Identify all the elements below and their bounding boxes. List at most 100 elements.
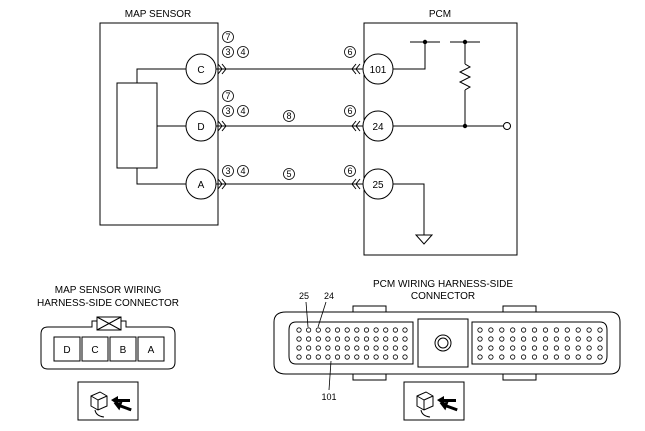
pcm-pin-hole [531,327,538,333]
pcm-pin-hole [477,336,483,342]
ref-c-pcm [344,46,356,58]
pcm-101-trace [393,42,426,70]
map-connector-title-2: HARNESS-SIDE CONNECTOR [37,298,179,309]
pcm-pin-hole [334,354,341,360]
pcm-pin-hole [553,336,560,342]
pcm-pin-hole [564,336,570,342]
harness-wires [216,63,363,190]
pcm-pin-hole [296,336,302,342]
pcm-pin-hole [542,327,549,333]
map-pin-d-label: D [197,122,204,133]
ref-a-mid-label: 5 [286,169,291,179]
map-terminal-a-label: A [148,345,155,356]
pcm-pin-hole [553,327,560,333]
pcm-pin-hole [305,345,312,351]
pcm-pin-hole [531,336,538,342]
connector-view-icon [416,391,458,418]
ref-a-mid [283,168,295,180]
pcm-terminal [503,122,511,130]
pcm-pin-hole [344,327,350,333]
pcm-pin-hole [315,327,321,333]
map-terminal-b-label: B [120,345,127,356]
pcm-pin-hole [586,345,592,351]
ref-c-b-label: 4 [240,47,245,57]
pcm-pin-hole [510,345,516,351]
pcm-pin-hole [488,336,494,342]
pcm-pin-hole [402,336,408,342]
pcm-pin-hole [531,345,538,351]
ref-d-top-label: 7 [225,91,230,101]
pcm-pin-block-left [288,321,414,365]
pcm-pin-hole [553,345,560,351]
pcm-pin-hole [553,354,560,360]
pcm-pin-hole [597,327,603,333]
pcm-connector-housing [273,311,621,375]
pcm-pin-hole [363,354,370,360]
pcm-pin-hole [499,336,505,342]
pcm-pin-hole [305,327,312,333]
pcm-pin-hole [477,345,483,351]
pcm-pin-hole [354,336,360,342]
pcm-pin-hole [334,327,341,333]
pcm-pin-hole [488,345,494,351]
pcm-pin-hole [564,354,570,360]
pcm-connector-title-1: PCM WIRING HARNESS-SIDE [373,279,513,290]
pcm-pin-hole [575,327,581,333]
pcm-pin-hole [510,336,516,342]
pcm-pin-hole [520,354,527,360]
pcm-callout-101: 101 [321,392,336,402]
pcm-pin-hole [305,336,312,342]
pcm-pin-hole [296,354,302,360]
ref-c-top [222,31,234,43]
ref-a-pcm-label: 6 [347,166,352,176]
pcm-pin-hole [597,354,603,360]
pcm-pin-hole [383,345,389,351]
pcm-pin-hole [575,336,581,342]
pcm-pin-hole [510,327,516,333]
pcm-pin-hole [315,336,321,342]
pcm-pin-hole [597,336,603,342]
ref-d-b [237,105,249,117]
pcm-pin-block-right [471,321,608,365]
pcm-pin-hole [383,327,389,333]
ref-a-a [222,165,234,177]
pcm-pin-hole [392,354,398,360]
wire-reference-marks: 7 3 4 6 7 3 4 8 6 3 4 5 6 [222,31,356,180]
pcm-node-3 [462,123,468,129]
pcm-pin-hole [402,354,408,360]
pcm-pin-hole [325,327,331,333]
pcm-pin-hole [520,327,527,333]
pcm-pin-hole [383,354,389,360]
sensor-lead-a [136,168,186,185]
pcm-callout-25-leader [305,301,309,328]
pcm-connector: PCM WIRING HARNESS-SIDE CONNECTOR 25 24 … [273,279,621,421]
pcm-pin-25-label: 25 [372,180,384,191]
pcm-callout-101-leader [328,360,332,391]
ref-d-a [222,105,234,117]
pcm-pin-hole [510,354,516,360]
pcm-pin-hole [354,345,360,351]
ref-c-pcm-label: 6 [347,47,352,57]
map-sensor-outline [99,22,219,226]
pcm-pin-hole [520,336,527,342]
pcm-pin-hole [488,327,494,333]
pcm-center-bolt-outer [434,334,452,352]
ref-d-mid-label: 8 [286,111,291,121]
pcm-pin-hole [373,345,379,351]
pcm-pin-hole [542,354,549,360]
ref-d-mid [283,110,295,122]
map-terminal-c [81,336,109,362]
pcm-pin-hole [402,345,408,351]
pcm-node-1 [422,39,428,45]
pcm-pin-hole [325,354,331,360]
pcm-pin-hole [354,327,360,333]
connector-view-icon [90,391,132,418]
ref-c-top-label: 7 [225,32,230,42]
pcm-pin-grid-right [477,327,603,360]
pcm-block: PCM 101 24 25 [362,9,518,256]
pcm-outline [363,22,518,256]
pcm-pin-hole [344,336,350,342]
map-terminal-b [109,336,137,362]
